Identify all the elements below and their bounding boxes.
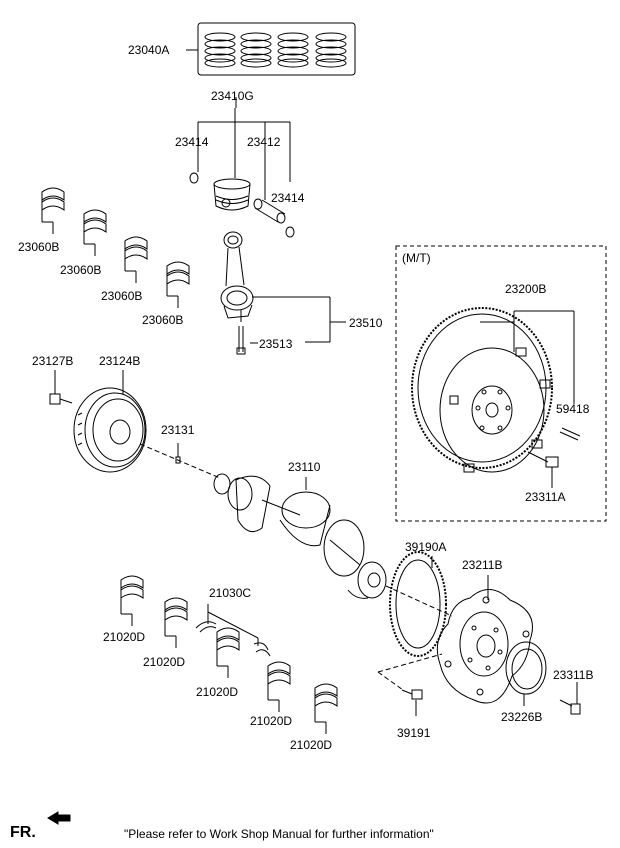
label-target-wheel: 39190A [405,540,447,554]
flywheel-bolt [527,451,559,488]
label-drive-plate: 23211B [462,558,503,572]
label-piston-assy: 23410G [211,89,254,103]
piston-assy-leaders [197,97,291,200]
label-clip-left: 23414 [175,135,209,149]
label-conrod: 23510 [349,316,383,330]
label-rings: 23040A [128,43,170,57]
crankshaft [213,473,387,599]
label-flywheel-bolt: 23311A [525,490,566,504]
piston [213,178,251,211]
pulley-axis [139,443,221,479]
fr-arrow-icon [47,811,71,825]
footer-note: "Please refer to Work Shop Manual for fu… [124,827,434,841]
mt-box [395,245,607,522]
connecting-rod [220,231,254,322]
piston-rings [186,22,356,76]
key [175,443,181,464]
label-conrod-bearing-4: 23060B [142,313,184,327]
label-drive-plate-bolt: 23311B [553,668,594,682]
clip-left [189,172,199,184]
label-target-bolt: 39191 [397,726,431,740]
label-pulley: 23124B [99,354,141,368]
flywheel [411,307,553,473]
conrod-bearings [41,187,190,308]
direction-label: FR. [10,824,36,841]
label-flywheel: 23200B [505,282,547,296]
main-bearings [120,575,338,734]
conrod-bolt [236,326,258,355]
piston-pin [253,198,286,224]
pulley-bolt [49,370,73,405]
label-key: 23131 [161,423,195,437]
label-main-bearing-3: 21020D [196,685,239,699]
label-main-bearing-4: 21020D [250,714,293,728]
target-wheel [389,551,447,657]
crankshaft-pulley [73,370,147,473]
conrod-leaders [252,296,346,343]
flywheel-leaders [480,310,575,404]
drive-plate [436,575,533,704]
label-main-bearing-5: 21020D [290,738,333,752]
label-pulley-bolt: 23127B [32,354,74,368]
label-conrod-bolt: 23513 [259,337,293,351]
label-pin: 23412 [247,135,281,149]
label-main-bearing-1: 21020D [103,630,146,644]
adapter-plate [505,641,547,706]
flywheel-pin [559,427,581,441]
drive-plate-bolt [559,682,581,715]
thrust-washers [195,604,271,657]
label-flywheel-pin: 59418 [556,402,590,416]
label-clip-right: 23414 [271,191,305,205]
label-conrod-bearing-3: 23060B [101,289,143,303]
clip-right [285,226,295,238]
label-crankshaft: 23110 [288,460,321,474]
label-thrust-bearing: 21030C [209,586,252,600]
target-wheel-bolt [377,653,443,716]
label-conrod-bearing-1: 23060B [18,240,60,254]
label-main-bearing-2: 21020D [143,655,186,669]
label-adapter-plate: 23226B [501,710,543,724]
label-mt-box: (M/T) [402,251,431,265]
label-conrod-bearing-2: 23060B [60,263,102,277]
